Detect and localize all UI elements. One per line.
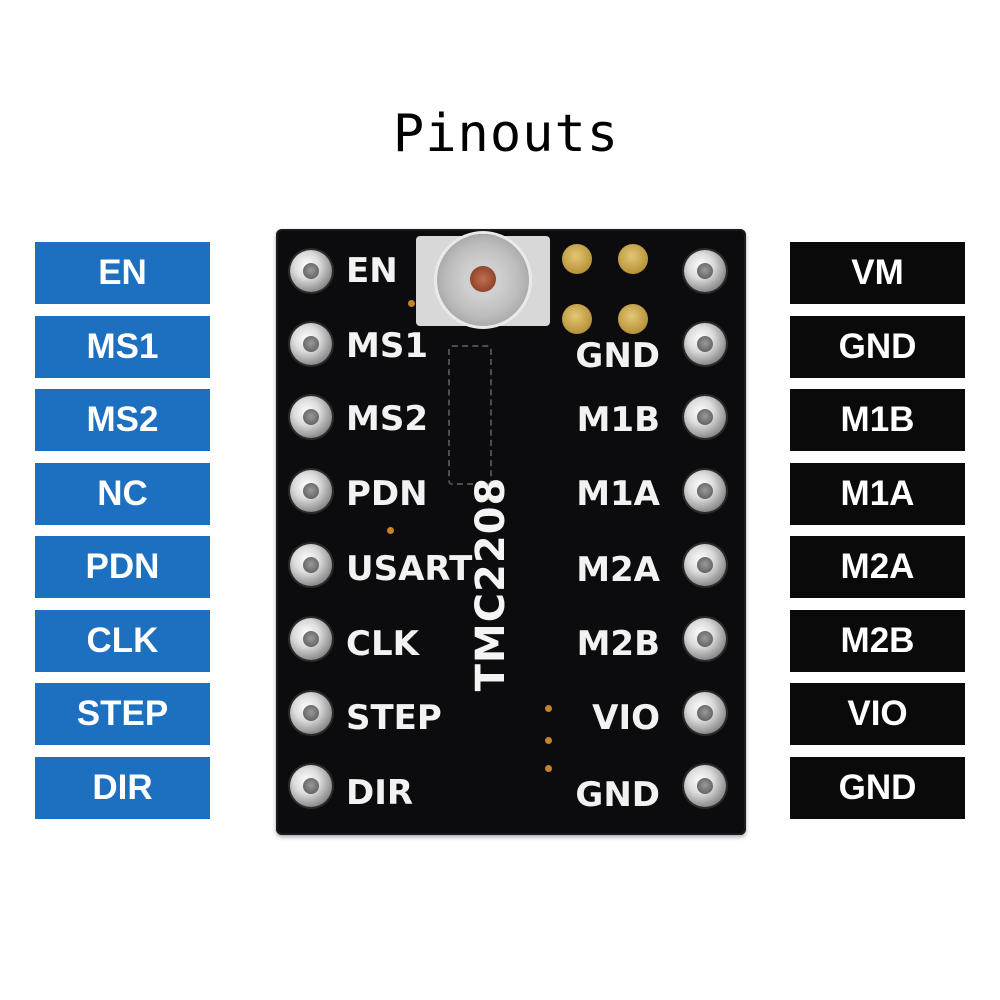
silk-ms2: MS2 <box>346 399 428 439</box>
pin-left-8 <box>290 765 332 807</box>
silk-gnd-1: GND <box>575 336 660 376</box>
pin-left-2 <box>290 323 332 365</box>
pin-right-4 <box>684 470 726 512</box>
driver-board <box>276 229 746 835</box>
silk-usart: USART <box>346 549 473 589</box>
via <box>545 765 552 772</box>
chip-name: TMC2208 <box>468 476 514 692</box>
right-label-vio: VIO <box>790 683 965 745</box>
pin-right-6 <box>684 618 726 660</box>
right-label-vm: VM <box>790 242 965 304</box>
left-label-en: EN <box>35 242 210 304</box>
pin-left-4 <box>290 470 332 512</box>
silk-m1a: M1A <box>576 474 660 514</box>
left-label-ms1: MS1 <box>35 315 210 378</box>
silk-pdn: PDN <box>346 474 428 514</box>
silk-gnd-2: GND <box>575 775 660 815</box>
left-label-pdn: PDN <box>35 536 210 598</box>
gold-pad <box>562 304 592 334</box>
right-label-gnd-1: GND <box>790 315 965 378</box>
gold-pad <box>618 304 648 334</box>
pin-right-5 <box>684 544 726 586</box>
silk-clk: CLK <box>346 624 419 664</box>
right-label-m2a: M2A <box>790 536 965 598</box>
right-label-m2b: M2B <box>790 609 965 672</box>
potentiometer-center <box>470 266 496 292</box>
silk-step: STEP <box>346 698 442 738</box>
right-label-m1b: M1B <box>790 389 965 451</box>
left-label-step: STEP <box>35 683 210 745</box>
left-label-dir: DIR <box>35 756 210 819</box>
right-label-m1a: M1A <box>790 462 965 525</box>
pin-left-1 <box>290 250 332 292</box>
via <box>387 527 394 534</box>
silk-dir: DIR <box>346 773 414 813</box>
left-label-nc: NC <box>35 462 210 525</box>
pin-left-3 <box>290 396 332 438</box>
silk-ms1: MS1 <box>346 326 428 366</box>
pin-left-5 <box>290 544 332 586</box>
pin-left-7 <box>290 692 332 734</box>
left-label-ms2: MS2 <box>35 389 210 451</box>
pin-right-3 <box>684 396 726 438</box>
silk-vio: VIO <box>592 698 660 738</box>
pin-right-2 <box>684 323 726 365</box>
silk-m2a: M2A <box>576 550 660 590</box>
silk-m2b: M2B <box>576 624 660 664</box>
pin-right-8 <box>684 765 726 807</box>
gold-pad <box>562 244 592 274</box>
via <box>484 493 491 500</box>
pin-right-1 <box>684 250 726 292</box>
chip-outline <box>448 345 492 485</box>
page-title: Pinouts <box>392 104 620 164</box>
pin-left-6 <box>290 618 332 660</box>
left-pin-labels: EN MS1 MS2 NC PDN CLK STEP DIR <box>35 242 210 830</box>
via <box>408 300 415 307</box>
right-pin-labels: VM GND M1B M1A M2A M2B VIO GND <box>790 242 965 830</box>
pin-right-7 <box>684 692 726 734</box>
silk-m1b: M1B <box>576 400 660 440</box>
left-label-clk: CLK <box>35 609 210 672</box>
gold-pad <box>618 244 648 274</box>
via <box>545 705 552 712</box>
right-label-gnd-2: GND <box>790 756 965 819</box>
via <box>545 737 552 744</box>
silk-en: EN <box>346 251 398 291</box>
